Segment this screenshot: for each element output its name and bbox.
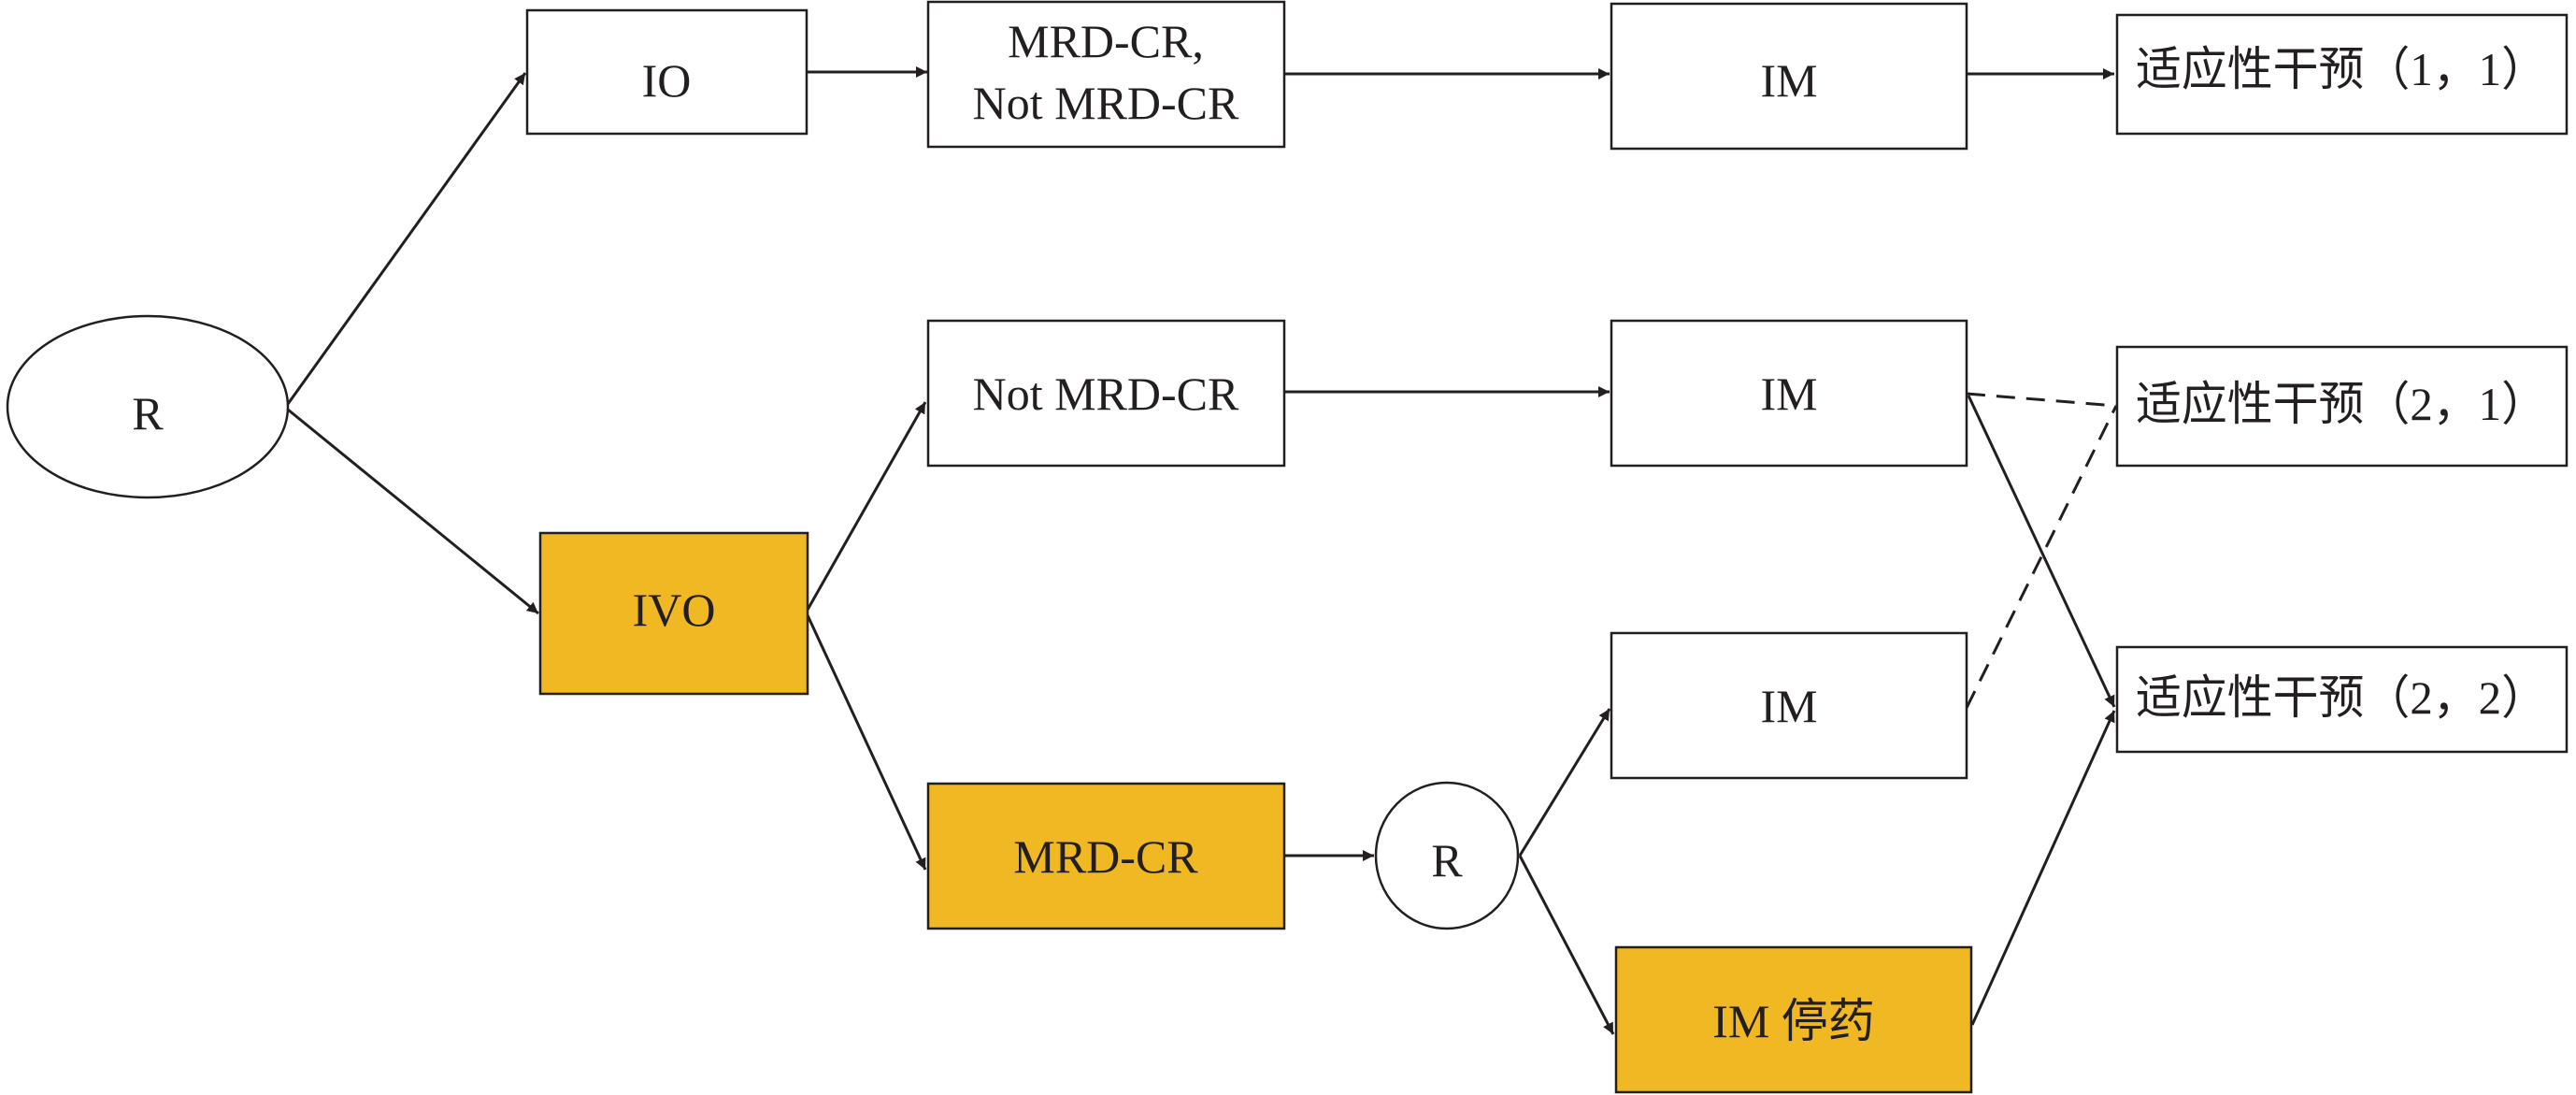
im-stop-label: IM 停药 [1712,995,1875,1047]
im-middle-label: IM [1760,367,1817,420]
edge-im-middle-to-adaptive-2-2 [1967,395,2116,708]
edges [286,66,2118,1035]
node-im-top: IM [1610,2,1968,151]
r-start-ellipse [6,314,290,499]
ivo-not-mrd-cr-box [926,319,1286,468]
io-response-label-line2: Not MRD-CR [973,77,1239,129]
node-im-lower: IM [1610,631,1968,780]
im-lower-box [1610,631,1968,780]
node-ivo-mrd-cr: MRD-CR [926,782,1286,930]
io-response-box [926,0,1286,149]
edge-r-second-to-im-lower [1518,708,1611,857]
node-io: IO [525,8,809,136]
ivo-not-mrd-cr-label: Not MRD-CR [973,367,1239,420]
r-start-label: R [132,387,164,439]
io-response-label-line1: MRD-CR, [1008,15,1204,67]
edge-r-to-io [286,72,527,405]
im-top-label: IM [1760,54,1817,107]
node-adaptive-2-1: 适应性干预（2，1） [2115,345,2569,468]
edge-ivo-to-not-mrd-cr [806,401,927,611]
adaptive-2-2-box [2115,645,2569,754]
node-ivo-not-mrd-cr: Not MRD-CR [926,319,1286,468]
ivo-box [538,531,809,696]
node-r-second: R [1374,781,1520,930]
node-ivo: IVO [538,531,809,696]
node-im-middle: IM [1610,319,1968,468]
im-lower-label: IM [1760,680,1817,732]
edge-im-middle-to-adaptive-2-1 [1966,392,2117,408]
im-stop-box [1614,945,1973,1094]
r-second-label: R [1431,834,1463,886]
r-second-ellipse [1374,781,1520,930]
io-label: IO [642,54,692,107]
edge-r-to-ivo [287,408,539,615]
io-box [525,8,809,136]
node-adaptive-1-1: 适应性干预（1，1） [2115,13,2569,136]
node-r-start: R [6,314,290,499]
ivo-label: IVO [633,584,716,636]
node-io-response: MRD-CR, Not MRD-CR [926,0,1286,149]
adaptive-1-1-label: 适应性干预（1，1） [2136,43,2547,95]
adaptive-2-1-box [2115,345,2569,468]
node-adaptive-2-2: 适应性干预（2，2） [2115,645,2569,754]
node-im-stop: IM 停药 [1614,945,1973,1094]
im-top-box [1610,2,1968,151]
edge-r-second-to-im-stop [1518,855,1615,1035]
ivo-mrd-cr-box [926,782,1286,930]
edge-im-stop-to-adaptive-2-2 [1970,710,2116,1026]
edge-ivo-to-mrd-cr [806,614,927,871]
adaptive-2-2-label: 适应性干预（2，2） [2136,671,2547,724]
adaptive-1-1-box [2115,13,2569,136]
ivo-mrd-cr-label: MRD-CR [1013,830,1198,883]
adaptive-2-1-label: 适应性干预（2，1） [2136,378,2547,430]
edge-im-lower-to-adaptive-2-1 [1965,405,2118,709]
im-middle-box [1610,319,1968,468]
